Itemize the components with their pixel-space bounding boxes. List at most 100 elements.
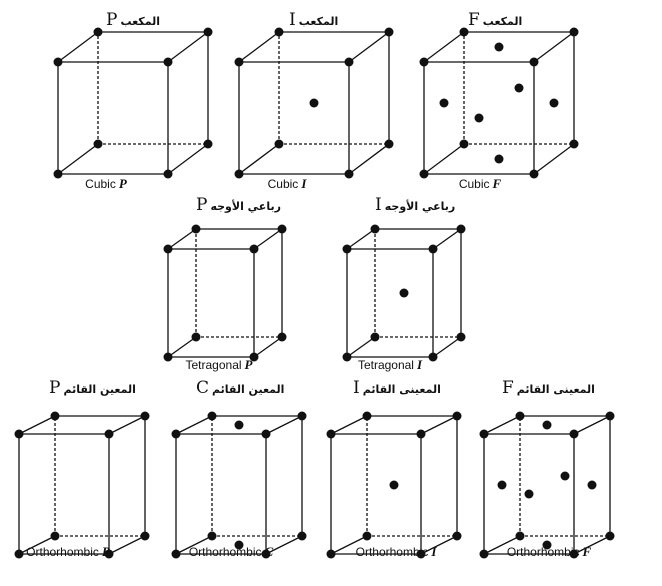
corner-atom: [261, 549, 271, 559]
corner-atom: [297, 531, 307, 541]
cell-edge: [265, 415, 303, 435]
caption-symbol: P: [101, 544, 110, 559]
cell-edge: [346, 336, 376, 358]
corner-atom: [326, 429, 336, 439]
cell-edge: [167, 228, 197, 250]
corner-atom: [104, 429, 114, 439]
corner-atom: [459, 27, 469, 37]
corner-atom: [515, 411, 525, 421]
cell-edge: [348, 31, 390, 63]
cell-edge: [573, 415, 611, 435]
cell-edge: [167, 31, 209, 63]
corner-atom: [274, 139, 284, 149]
cell-edge: [265, 535, 303, 555]
arabic-label: المعين القائم: [212, 383, 285, 396]
face-center-atom: [494, 42, 504, 52]
cell-edge: [533, 31, 575, 63]
unit-cell-drawing: [479, 411, 615, 559]
corner-atom: [163, 244, 173, 254]
corner-atom: [479, 429, 489, 439]
arabic-label: المكعب: [482, 15, 523, 28]
caption-symbol: I: [431, 544, 437, 559]
face-center-atom: [560, 471, 570, 481]
corner-atom: [456, 224, 466, 234]
caption-text: Tetragonal: [185, 358, 242, 372]
corner-atom: [344, 169, 354, 179]
face-center-atom: [234, 420, 244, 430]
caption-text: Cubic: [458, 177, 490, 191]
face-center-atom: [524, 489, 534, 499]
cell-edge: [18, 415, 56, 435]
lattice-letter: I: [289, 10, 296, 30]
corner-atom: [452, 411, 462, 421]
corner-atom: [452, 531, 462, 541]
corner-atom: [416, 549, 426, 559]
corner-atom: [274, 27, 284, 37]
face-center-atom: [514, 83, 524, 93]
corner-atom: [384, 27, 394, 37]
caption-symbol: P: [118, 176, 127, 191]
cell-edge: [533, 143, 575, 175]
caption-symbol: P: [244, 357, 253, 372]
caption-text: Orthorhombic: [188, 545, 262, 559]
corner-atom: [326, 549, 336, 559]
corner-atom: [456, 332, 466, 342]
cell-edge: [483, 415, 521, 435]
lattice-letter: I: [353, 378, 360, 398]
unit-cell-drawing: [234, 27, 394, 179]
corner-atom: [234, 169, 244, 179]
cell-edge: [238, 31, 280, 63]
cell-edge: [18, 535, 56, 555]
arabic-label: المكعب: [120, 15, 160, 28]
cell-edge: [420, 415, 458, 435]
corner-atom: [569, 549, 579, 559]
corner-atom: [140, 411, 150, 421]
caption-text: Cubic: [267, 177, 299, 191]
caption-symbol: F: [582, 544, 592, 559]
corner-atom: [140, 531, 150, 541]
corner-atom: [171, 429, 181, 439]
arabic-label: المكعب: [298, 15, 339, 28]
corner-atom: [50, 531, 60, 541]
caption-symbol: I: [416, 357, 423, 372]
corner-atom: [261, 429, 271, 439]
arabic-label: المعينى القائم: [516, 383, 595, 396]
arabic-label: المعينى القائم: [362, 383, 441, 396]
corner-atom: [362, 411, 372, 421]
corner-atom: [53, 57, 63, 67]
unit-cell-drawing: [163, 224, 287, 362]
corner-atom: [569, 429, 579, 439]
corner-atom: [605, 411, 615, 421]
corner-atom: [428, 352, 438, 362]
corner-atom: [163, 169, 173, 179]
lattice-letter: P: [49, 378, 61, 398]
corner-atom: [529, 57, 539, 67]
corner-atom: [362, 531, 372, 541]
corner-atom: [207, 531, 217, 541]
corner-atom: [234, 57, 244, 67]
corner-atom: [342, 352, 352, 362]
cell-edge: [330, 535, 368, 555]
corner-atom: [50, 411, 60, 421]
body-center-atom: [389, 480, 399, 490]
corner-atom: [163, 352, 173, 362]
face-center-atom: [587, 480, 597, 490]
cell-edge: [238, 143, 280, 175]
cell-edge: [175, 535, 213, 555]
corner-atom: [419, 57, 429, 67]
corner-atom: [529, 169, 539, 179]
corner-atom: [207, 411, 217, 421]
